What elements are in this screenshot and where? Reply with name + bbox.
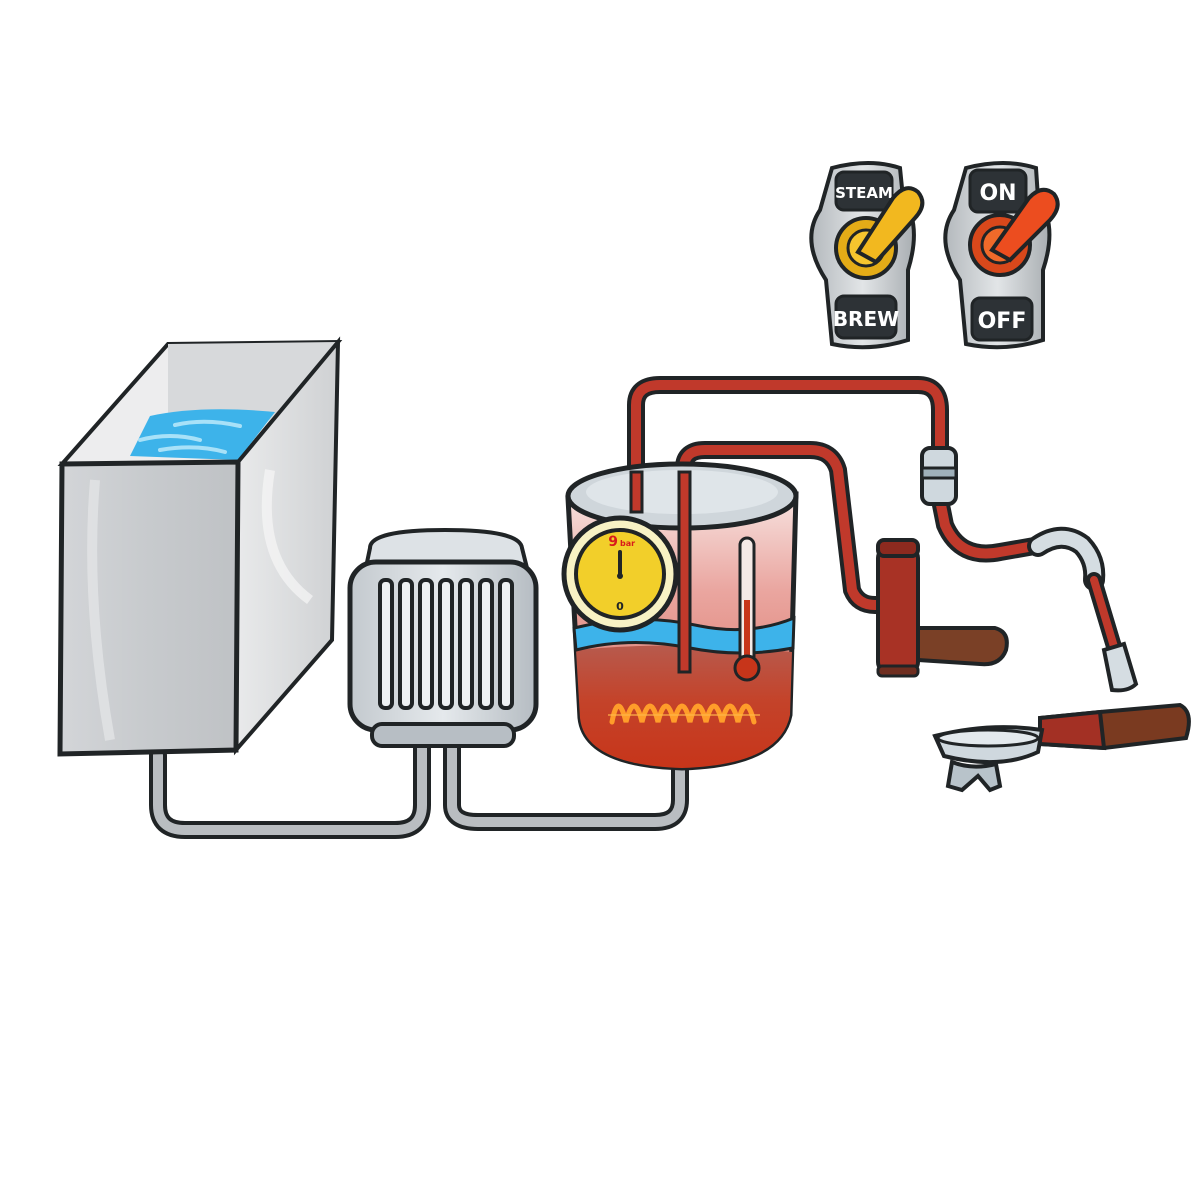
switch-top-label: ON xyxy=(979,181,1016,206)
pump-base xyxy=(370,722,516,748)
switch-top-label-plate xyxy=(968,168,1028,214)
pressure-gauge: 9 bar 0 xyxy=(561,515,679,633)
switch-top-label-plate xyxy=(834,170,894,212)
group-head-body xyxy=(876,546,920,674)
switch-bottom-label-plate xyxy=(834,294,898,340)
steam-brew-switch[interactable]: STEAM BREW xyxy=(809,161,925,350)
portafilter-spout xyxy=(945,759,1003,793)
steam-wand xyxy=(1027,526,1139,693)
pump-fins xyxy=(378,578,514,710)
steam-wand-tip xyxy=(1101,641,1139,693)
portafilter[interactable] xyxy=(932,702,1191,793)
red-pipes xyxy=(627,376,1049,614)
gauge-min-value: 0 xyxy=(616,600,624,613)
toggle-lever[interactable] xyxy=(855,186,925,265)
switch-bottom-label-plate xyxy=(970,296,1034,342)
power-switch[interactable]: ON OFF xyxy=(943,161,1060,350)
gauge-unit: bar xyxy=(620,539,635,548)
group-head xyxy=(876,538,1009,678)
tank-front xyxy=(57,459,241,757)
toggle-lever[interactable] xyxy=(989,187,1060,263)
group-head-lever xyxy=(916,626,1009,667)
heating-coil xyxy=(609,703,757,725)
switch-bottom-label: BREW xyxy=(833,307,899,331)
tank-to-pump-pipe xyxy=(149,731,431,839)
thermometer xyxy=(733,536,761,682)
water-tank xyxy=(57,336,343,757)
gauge-max-value: 9 xyxy=(608,534,618,550)
switch-bottom-label: OFF xyxy=(978,309,1027,334)
pump xyxy=(347,527,539,748)
grey-pipes xyxy=(149,731,689,839)
switch-top-label: STEAM xyxy=(835,184,893,202)
